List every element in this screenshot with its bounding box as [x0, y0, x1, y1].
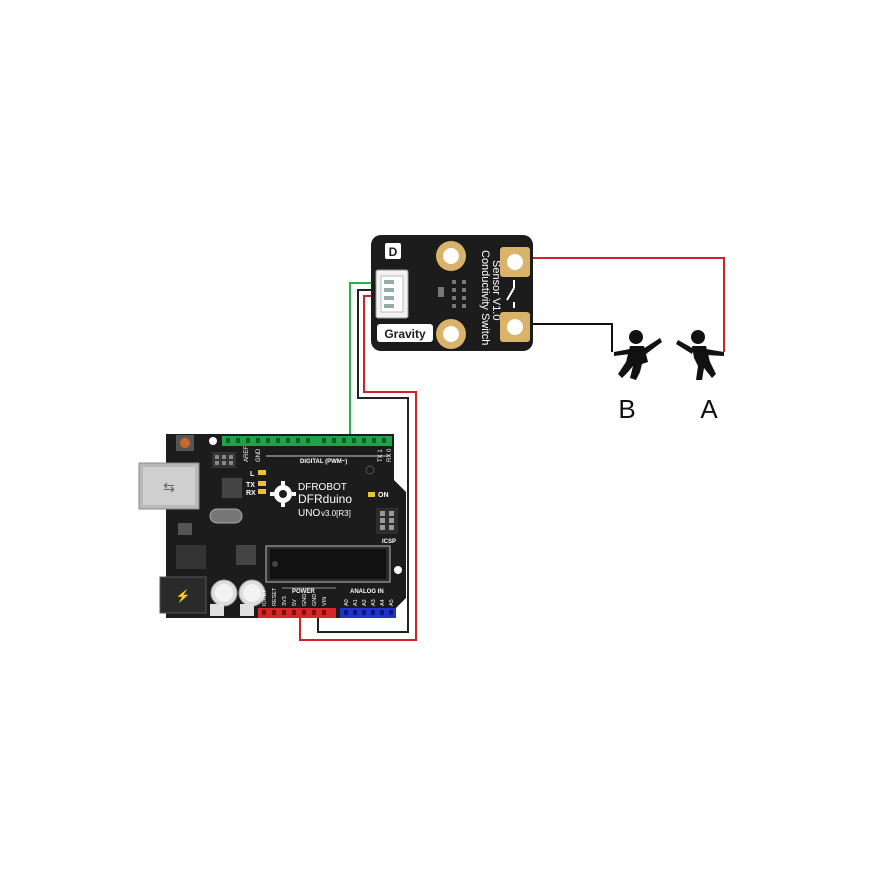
led-tx-label: TX — [246, 482, 255, 489]
power-header-label: POWER — [292, 589, 315, 595]
dfrduino-board: ⇆ ⚡ — [138, 434, 406, 618]
sensor-title-line1: Conductivity Switch — [479, 250, 491, 345]
person-b-label: B — [618, 394, 635, 424]
wire-green-signal — [349, 282, 378, 436]
power-pin-gnd-1: GND — [302, 594, 308, 606]
icsp-header-right — [376, 508, 398, 534]
switch-symbol-icon — [506, 280, 515, 308]
analog-pin-a4: A4 — [380, 599, 386, 606]
on-label: ON — [378, 492, 389, 499]
wire-red-to-person-a — [533, 257, 725, 352]
tx-pin-label: TX 1 — [378, 449, 384, 462]
gravity-label: Gravity — [384, 327, 426, 341]
power-header — [258, 608, 336, 618]
wires — [299, 257, 725, 641]
conductivity-sensor: D Gravity Conductivity Switch Sensor V1.… — [371, 235, 533, 351]
power-pin-ioref: IOREF — [262, 589, 268, 606]
voltage-regulator — [176, 545, 206, 569]
power-pin-5v: 5V — [292, 599, 298, 606]
usb-chip — [222, 478, 242, 498]
board-version: UNO — [298, 508, 320, 519]
wire-black-ground — [317, 289, 409, 633]
led-rx-label: RX — [246, 490, 256, 497]
analog-header-label: ANALOG IN — [350, 589, 384, 595]
analog-header — [340, 608, 396, 618]
gear-logo-icon — [270, 481, 296, 507]
led-l-label: L — [250, 471, 255, 478]
icsp-label: ICSP — [382, 539, 396, 545]
sensor-title-line2: Sensor V1.0 — [490, 260, 502, 321]
sensor-pcb — [371, 235, 533, 351]
analog-pin-a2: A2 — [362, 599, 368, 606]
wire-red-power — [299, 295, 417, 641]
board-version-detail: v3.0[R3] — [321, 509, 351, 518]
board-model: DFRduino — [298, 492, 352, 506]
rx-pin-label: RX 0 — [387, 448, 393, 462]
power-jack-icon — [159, 576, 207, 614]
led-on — [368, 492, 375, 497]
led-rx — [258, 489, 266, 494]
person-a-label: A — [700, 394, 718, 424]
person-a-body-icon — [692, 346, 716, 380]
dfrobot-logo-icon — [385, 243, 401, 259]
led-tx — [258, 481, 266, 486]
person-a-head-icon — [691, 330, 705, 344]
aref-label: AREF — [244, 446, 250, 462]
logo-letter: D — [389, 245, 398, 259]
person-a — [676, 330, 724, 380]
person-b-body-icon — [618, 346, 648, 380]
power-pin-reset: RESET — [272, 587, 278, 606]
analog-pin-a5: A5 — [389, 599, 395, 606]
person-b — [614, 330, 662, 380]
gnd-label: GND — [256, 448, 262, 462]
board-brand: DFROBOT — [298, 482, 347, 493]
smd-components — [438, 280, 466, 308]
analog-pin-a0: A0 — [344, 599, 350, 606]
svg-text:⇆: ⇆ — [163, 479, 175, 495]
digital-header-label: DIGITAL (PWM~) — [300, 459, 347, 465]
gravity-badge — [377, 324, 433, 342]
power-pin-vin: VIN — [322, 597, 328, 606]
analog-pin-a3: A3 — [371, 599, 377, 606]
crystal-oscillator — [209, 508, 243, 524]
svg-text:⚡: ⚡ — [176, 589, 191, 603]
analog-pin-a1: A1 — [353, 599, 359, 606]
led-l — [258, 470, 266, 475]
person-b-head-icon — [629, 330, 643, 344]
power-pin-3v3: 3V3 — [282, 596, 288, 606]
wire-black-to-person-b — [533, 323, 613, 352]
icsp-header-left — [212, 452, 236, 468]
power-pin-gnd-2: GND — [312, 594, 318, 606]
